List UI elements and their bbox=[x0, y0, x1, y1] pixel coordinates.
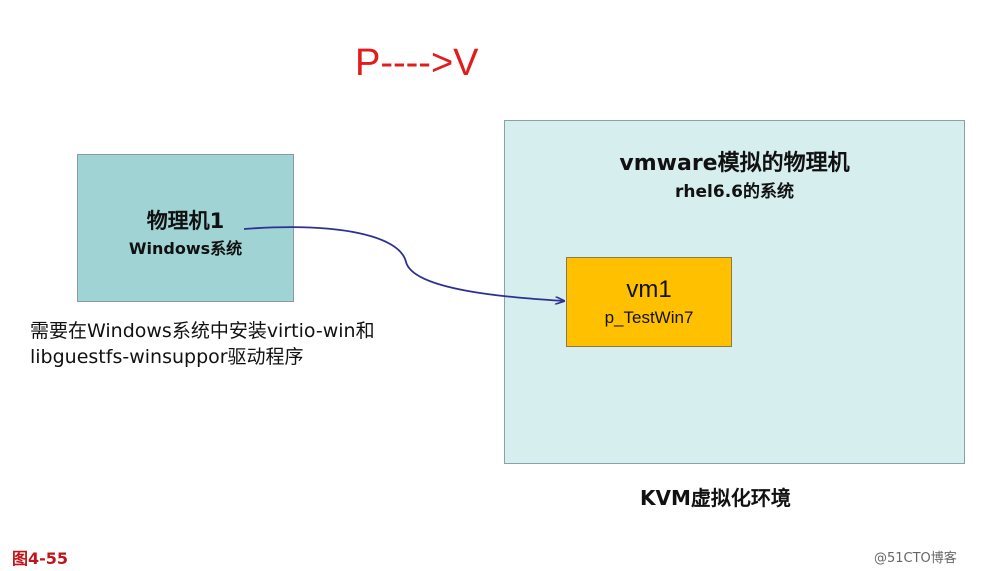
driver-note: 需要在Windows系统中安装virtio-win和 libguestfs-wi… bbox=[30, 318, 375, 370]
driver-note-line-1: 需要在Windows系统中安装virtio-win和 bbox=[30, 320, 375, 342]
vm1-subtitle: p_TestWin7 bbox=[604, 308, 694, 327]
vm1-box: vm1 p_TestWin7 bbox=[566, 257, 732, 347]
migration-arrow-path bbox=[243, 226, 564, 301]
physical-machine-subtitle: Windows系统 bbox=[128, 239, 243, 258]
diagram-title: P---->V bbox=[355, 42, 479, 84]
kvm-environment-label: KVM虚拟化环境 bbox=[640, 486, 791, 510]
vm1-name: vm1 bbox=[626, 276, 672, 303]
vmware-box-title: vmware模拟的物理机 bbox=[619, 151, 850, 176]
watermark: @51CTO博客 bbox=[874, 551, 957, 566]
vmware-box-subtitle: rhel6.6的系统 bbox=[675, 182, 794, 202]
physical-machine-title: 物理机1 bbox=[146, 209, 225, 233]
figure-label: 图4-55 bbox=[12, 549, 69, 568]
driver-note-line-2: libguestfs-winsuppor驱动程序 bbox=[30, 346, 304, 368]
